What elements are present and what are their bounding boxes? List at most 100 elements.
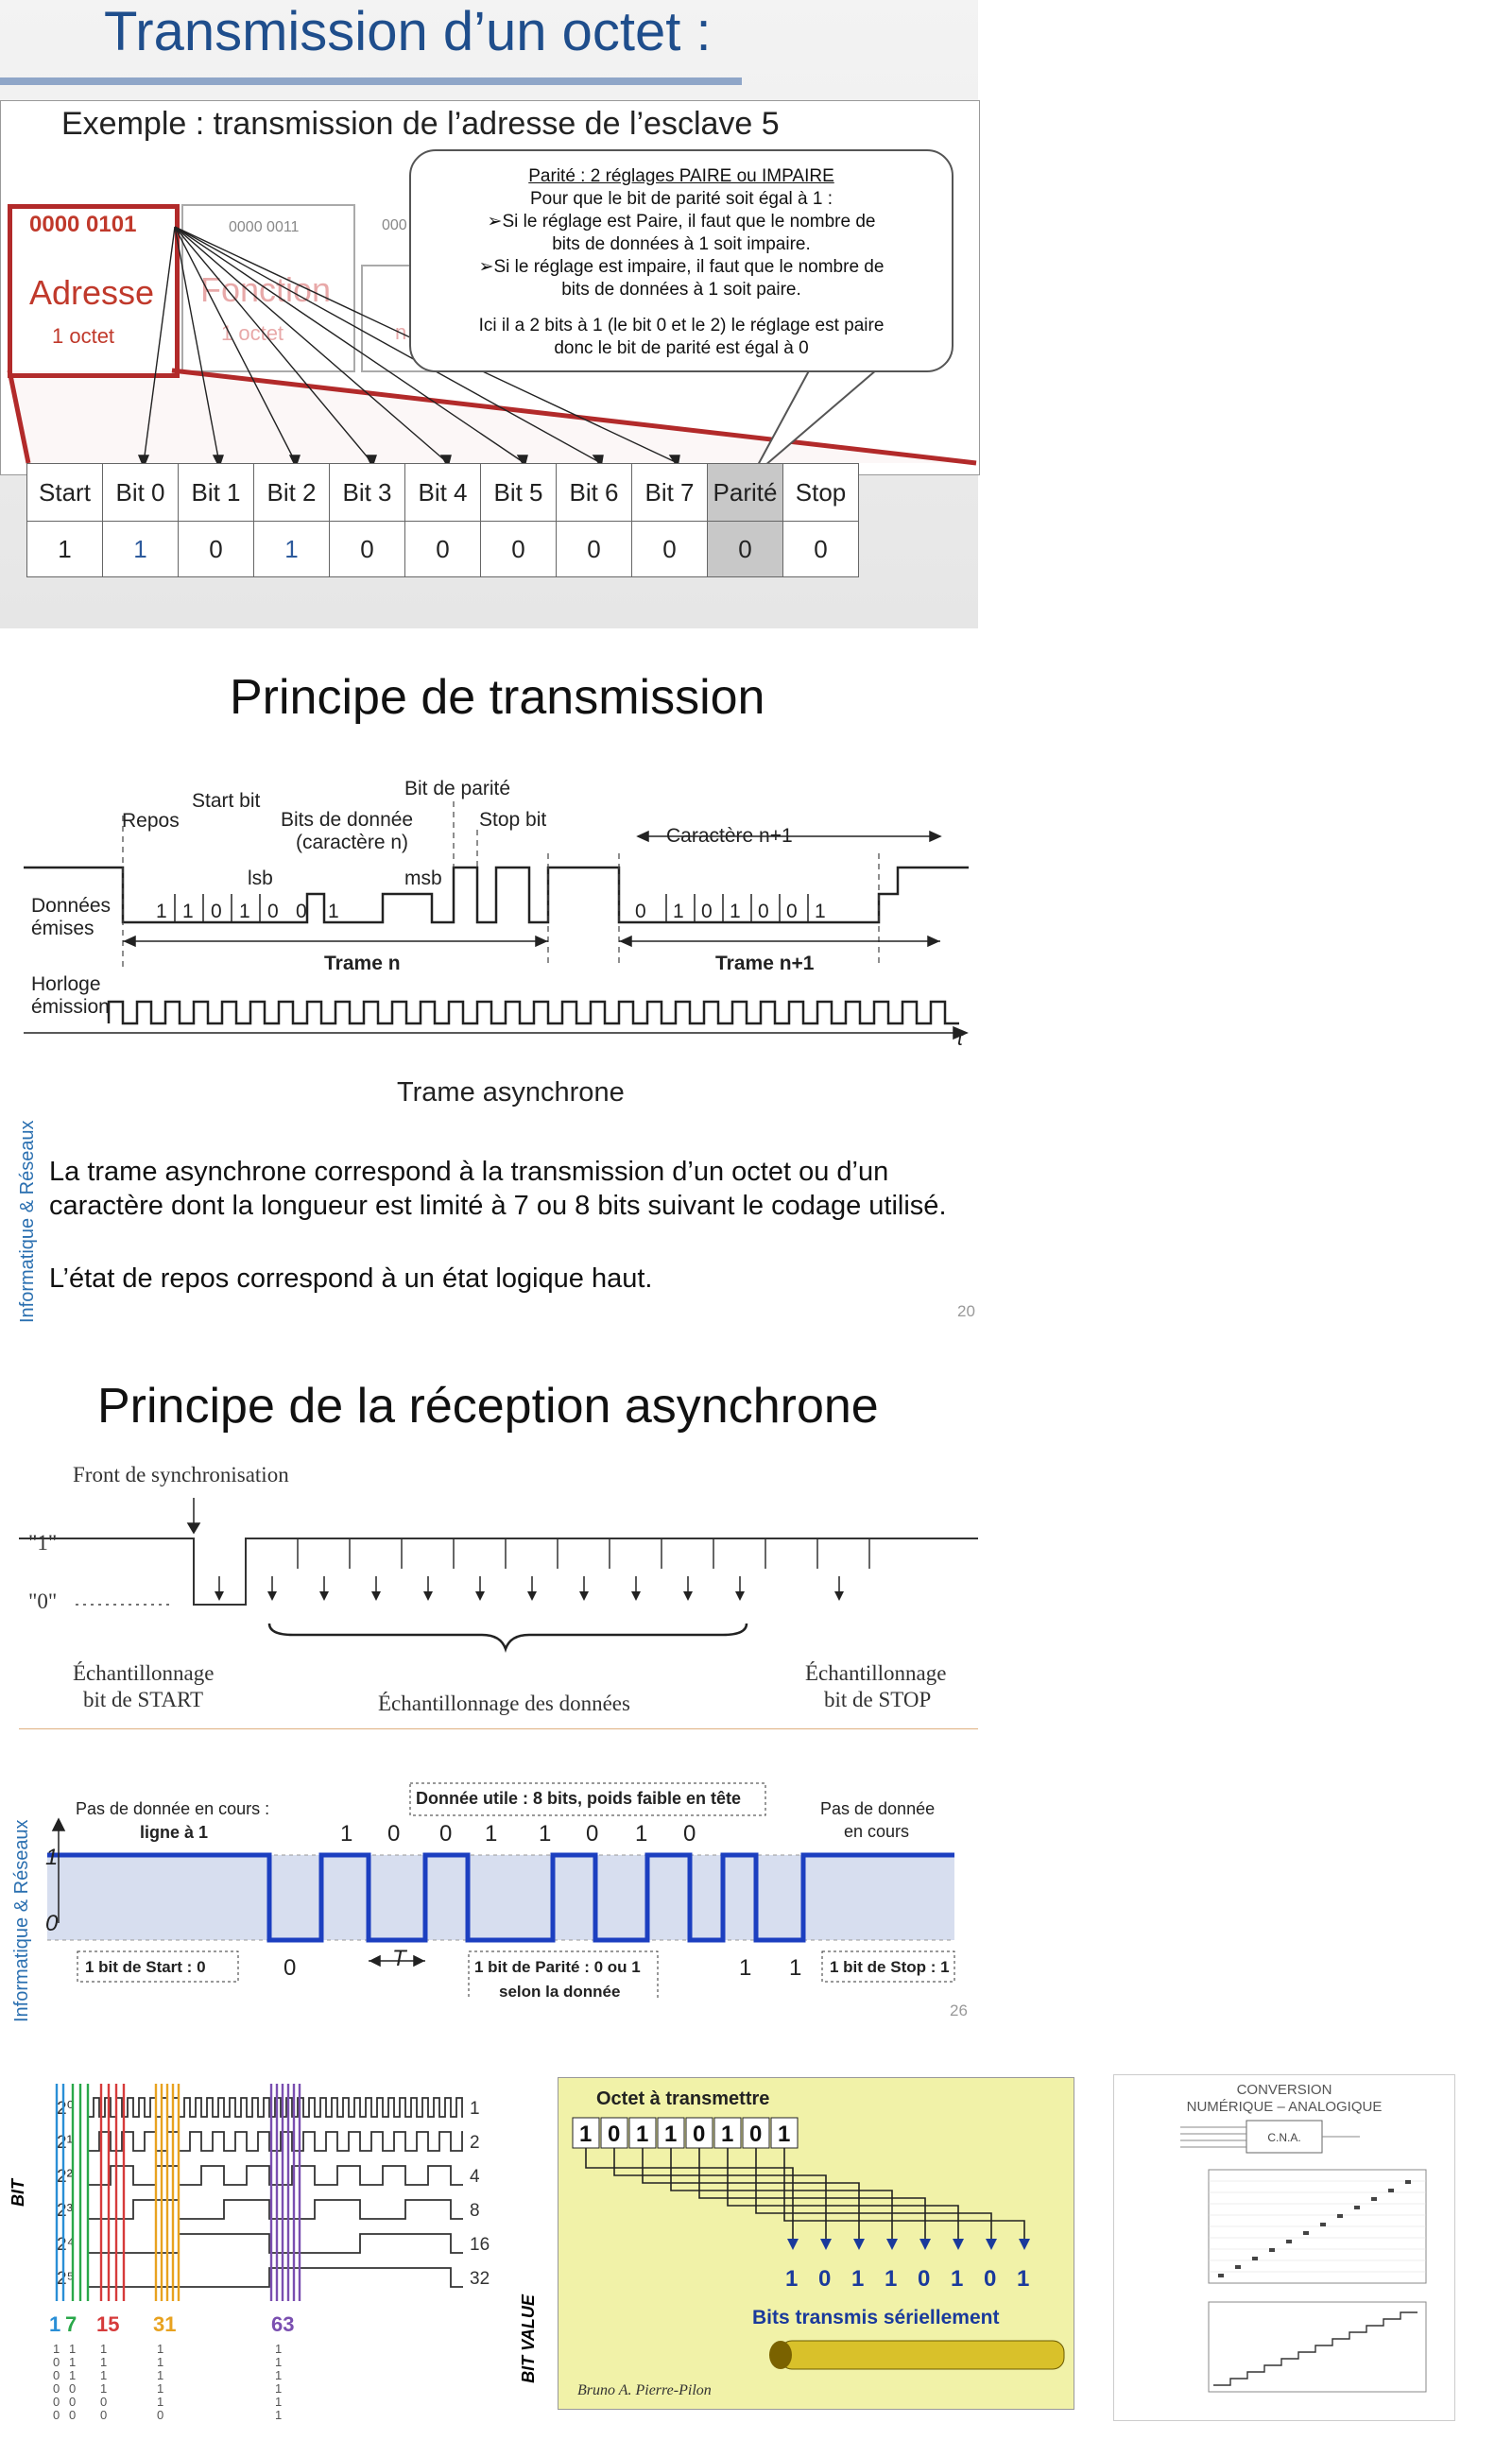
callout-line: Ici il a 2 bits à 1 (le bit 0 et le 2) l… [478,316,885,335]
header-start: Start [26,463,103,522]
data-bit: 0 [387,1821,400,1847]
label-line-high: ligne à 1 [140,1823,208,1842]
header-bit: Bit 6 [556,463,632,522]
svg-text:1: 1 [69,2342,76,2356]
value-cell: 1 [253,521,330,577]
svg-text:0: 0 [157,2408,163,2419]
label-level-1: "1" [28,1531,57,1555]
label-parity-1: 1 bit de Parité : 0 ou 1 [474,1958,641,1976]
clock-signal [107,1000,959,1025]
header-bit: Bit 0 [102,463,179,522]
slide-title: Transmission d’un octet : [104,1,712,62]
label-period: T [392,1946,408,1971]
sample-slots [245,1538,870,1569]
data-bit: 1 [340,1821,352,1847]
label-emises: émises [31,918,94,939]
label-emission: émission [31,996,110,1018]
value-cell: 0 [782,521,859,577]
svg-text:0: 0 [53,2355,60,2369]
svg-text:0: 0 [100,2395,107,2409]
bit-n: 0 [267,901,279,922]
axis-bit: BIT [9,2177,27,2207]
label-zero: 0 [284,1955,296,1981]
data-bit: 1 [635,1821,647,1847]
label-one-a: 1 [739,1955,751,1981]
bit-n1: 1 [815,901,826,922]
label-stop-bit: Stop bit [479,809,546,831]
svg-text:0: 0 [53,2395,60,2409]
label-trame-n: Trame n [324,953,401,974]
octet-bit: 0 [608,2122,620,2147]
value-cell-parity: 0 [707,521,783,577]
parity-callout: Parité : 2 réglages PAIRE ou IMPAIRE Pou… [409,149,954,372]
svg-text:1: 1 [157,2368,163,2382]
svg-text:1: 1 [157,2381,163,2396]
label-front: Front de synchronisation [73,1463,289,1486]
bit-n1: 1 [673,901,684,922]
fan-lines [7,226,977,478]
octet-bit: 1 [664,2122,677,2147]
octet-bit: 0 [749,2122,762,2147]
serial-label: Bits transmis sériellement [752,2307,999,2328]
data-bit: 1 [485,1821,497,1847]
svg-text:0: 0 [69,2408,76,2419]
address-bits: 0000 0101 [29,212,137,237]
serial-bit: 0 [918,2266,930,2292]
bit-table-value-row: 1 1 0 1 0 0 0 0 0 0 0 [26,521,859,577]
bit-table: Start Bit 0 Bit 1 Bit 2 Bit 3 Bit 4 Bit … [26,463,859,577]
header-stop: Stop [782,463,859,522]
bit-n: 0 [211,901,222,922]
header-bit: Bit 3 [329,463,405,522]
slide2-title: Principe de transmission [230,670,765,725]
address-label: Adresse [29,273,155,312]
header-parity: Parité [707,463,783,522]
title-underline [0,77,742,85]
axis-0: 0 [45,1911,59,1936]
svg-text:0: 0 [69,2381,76,2396]
svg-text:0: 0 [53,2381,60,2396]
octet-bit: 0 [693,2122,705,2147]
serial-bit: 1 [785,2266,798,2292]
signature: Bruno A. Pierre-Pilon [577,2382,712,2398]
svg-text:1: 1 [275,2408,282,2419]
uart-frame-diagram: Pas de donnée en cours : ligne à 1 Donné… [45,1782,955,1999]
callout-line: ➢Si le réglage est Paire, il faut que le… [487,212,876,232]
svg-text:0: 0 [69,2395,76,2409]
sum-label: 7 [65,2312,77,2336]
data-bit: 0 [586,1821,598,1847]
address-size: 1 octet [52,324,115,348]
label-ech-stop-2: bit de STOP [824,1688,931,1711]
label-start-bit: 1 bit de Start : 0 [85,1958,206,1976]
svg-text:1: 1 [100,2368,107,2382]
serial-bit: 0 [818,2266,831,2292]
bit-n: 0 [296,901,307,922]
svg-text:1: 1 [275,2342,282,2356]
truncated-bits: 000 [382,217,407,233]
label-msb: msb [404,868,442,889]
value-cell: 0 [329,521,405,577]
weight-label: 8 [470,2201,480,2221]
svg-text:1: 1 [157,2355,163,2369]
label-start-bit: Start bit [192,790,261,812]
paragraph-frame: La trame asynchrone correspond à la tran… [49,1157,947,1221]
weight-label: 2 [470,2133,480,2153]
serial-bit: 1 [851,2266,864,2292]
value-cell: 0 [631,521,708,577]
label-ech-start-1: Échantillonnage [73,1661,214,1685]
svg-text:1: 1 [157,2395,163,2409]
callout-line: Pour que le bit de parité soit égal à 1 … [529,189,833,209]
weight-label: 32 [470,2269,490,2289]
label-repos: Repos [122,810,180,832]
svg-text:1: 1 [100,2342,107,2356]
power-label: 2⁰ [57,2099,74,2119]
value-cell: 0 [404,521,481,577]
octet-bit: 1 [778,2122,790,2147]
weight-label: 1 [470,2099,480,2119]
sum-label: 31 [153,2312,176,2336]
value-cell: 0 [480,521,557,577]
bit-n: 1 [182,901,194,922]
svg-text:1: 1 [100,2381,107,2396]
octet-bit: 1 [636,2122,648,2147]
